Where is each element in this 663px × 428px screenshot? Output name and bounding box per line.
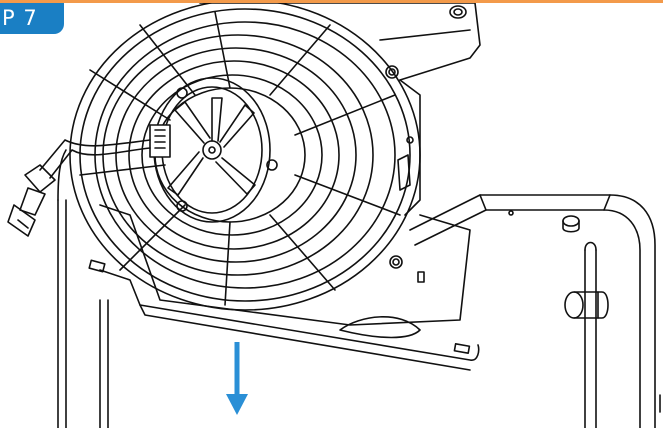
step-badge: P 7 [0,3,64,34]
right-bracket [409,194,661,428]
left-frame [57,149,109,428]
fan-motor [149,77,278,223]
header-accent-rule [0,0,663,3]
arrow-down-icon [226,342,248,415]
mounting-plate [88,204,480,371]
power-cable [7,139,151,237]
fan-housing [69,0,421,311]
